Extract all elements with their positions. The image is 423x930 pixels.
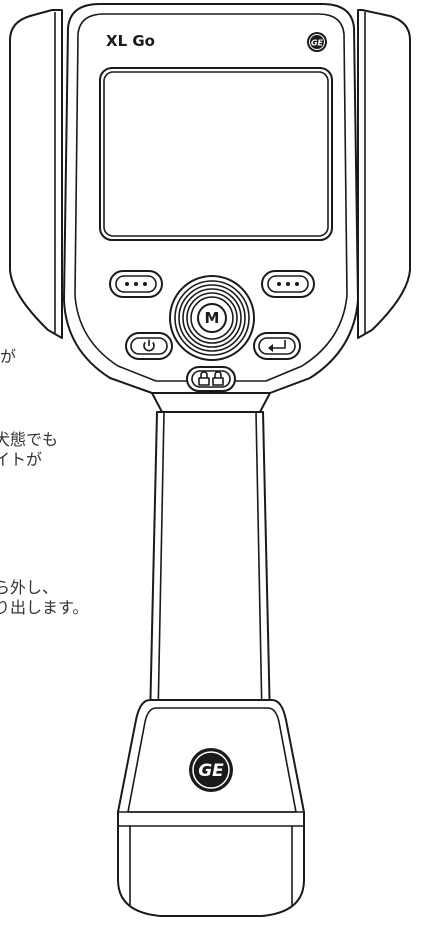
three-dots-icon — [277, 282, 299, 286]
enter-button[interactable] — [253, 332, 301, 360]
screen — [99, 67, 333, 241]
power-button[interactable] — [125, 332, 173, 360]
side-text-2: 犬態でも イトが — [0, 430, 59, 469]
menu-left-button[interactable] — [109, 270, 163, 298]
ge-logo-handle: GE — [189, 748, 233, 792]
enter-arrow-icon — [268, 340, 286, 352]
model-label: XL Go — [106, 32, 155, 50]
joystick-button[interactable] — [169, 275, 255, 361]
svg-text:GE: GE — [198, 761, 224, 781]
handle-bottom-cap — [117, 699, 305, 917]
ge-logo-small: GE — [307, 32, 327, 52]
power-icon — [143, 339, 155, 352]
menu-right-button[interactable] — [261, 270, 315, 298]
side-text-3: ら外し、 り出します。 — [0, 578, 89, 617]
left-side-grip — [9, 9, 63, 339]
lock-button[interactable] — [186, 366, 236, 392]
right-side-grip — [357, 9, 411, 339]
joystick-m-label: M — [204, 309, 220, 327]
svg-text:GE: GE — [311, 39, 324, 48]
lock-icon — [198, 371, 224, 386]
device-neck — [151, 392, 271, 413]
three-dots-icon — [125, 282, 147, 286]
device-handle — [149, 411, 271, 721]
